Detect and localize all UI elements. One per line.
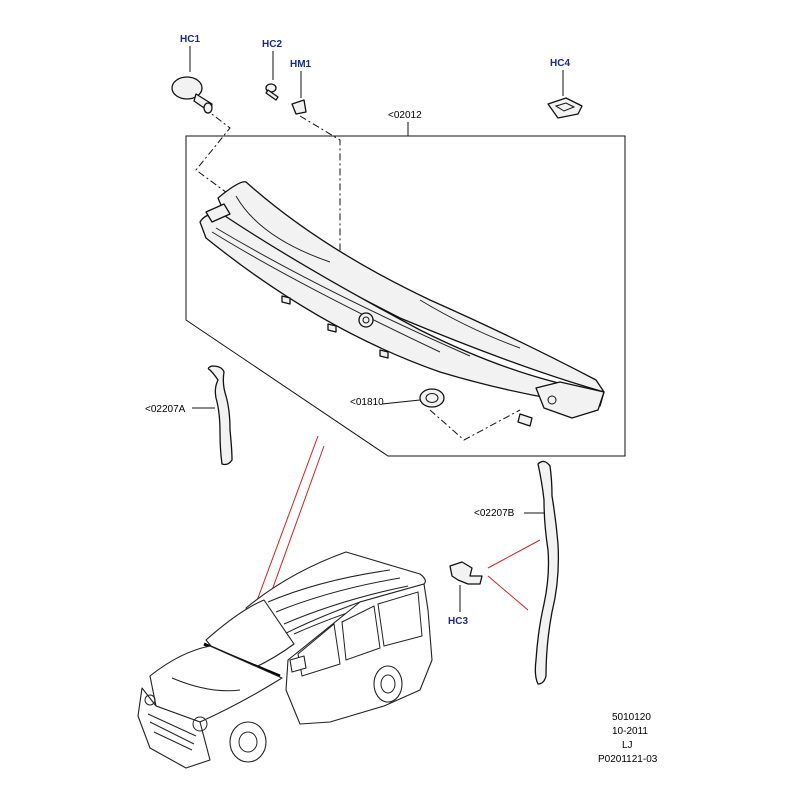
vehicle-illustration [137,551,433,769]
leader-lines [189,46,564,612]
footer-line-2: 10-2011 [612,726,648,737]
clip-hc1 [171,76,213,114]
clip-hm1 [291,99,307,115]
label-01810: <01810 [350,397,384,408]
label-hm1: HM1 [290,59,312,70]
label-hc4: HC4 [550,58,570,69]
label-hc3: HC3 [448,616,468,627]
footer-line-3: LJ [622,740,633,751]
seal-01810 [419,388,445,408]
assembly-guides [195,107,521,441]
label-02207a: <02207A [145,404,186,415]
hose-02207a [207,365,233,466]
grommet-hc4 [547,97,583,119]
clip-hc3 [449,561,483,585]
footer-line-1: 5010120 [612,712,651,723]
cowl-panel [199,181,605,427]
assembly-frame [185,122,626,457]
footer-reference: 5010120 10-2011 LJ P0201121-03 [598,712,658,765]
hose-02207b [534,460,560,685]
screw-hc2 [265,83,279,101]
label-02012: <02012 [388,110,422,121]
label-hc2: HC2 [262,39,282,50]
footer-line-4: P0201121-03 [598,754,658,765]
label-02207b: <02207B [474,508,515,519]
label-hc1: HC1 [180,34,200,45]
